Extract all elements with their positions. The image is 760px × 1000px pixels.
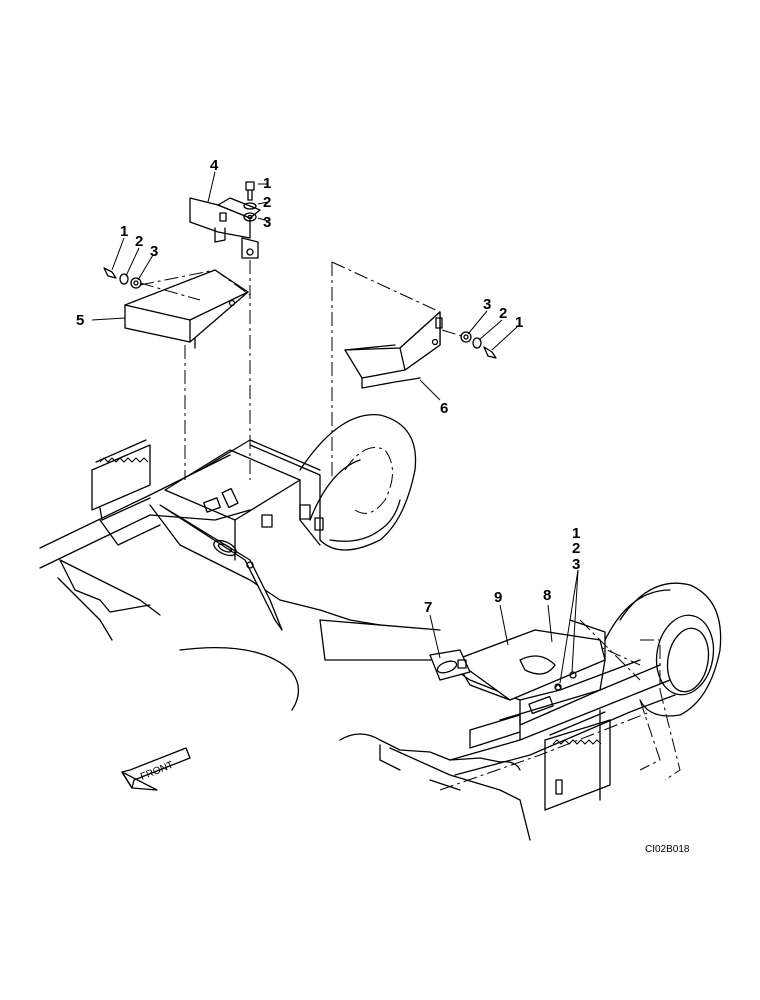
callout-8: 8 (543, 587, 551, 604)
callout-1-left: 1 (120, 223, 128, 240)
callouts: 4 1 2 3 1 2 3 5 3 2 1 6 1 2 3 7 9 8 (76, 157, 580, 616)
right-bracket (331, 261, 497, 480)
callout-3-right: 3 (483, 296, 491, 313)
callout-9: 9 (494, 589, 502, 606)
callout-5: 5 (76, 312, 84, 329)
callout-3-top: 3 (263, 214, 271, 231)
callout-2-lower: 2 (572, 540, 580, 557)
top-bracket (189, 181, 261, 480)
callout-1-top: 1 (263, 175, 271, 192)
callout-1-right: 1 (515, 314, 523, 331)
callout-4: 4 (210, 157, 219, 174)
callout-3-left: 3 (150, 243, 158, 260)
callout-6: 6 (440, 400, 448, 417)
callout-2-right: 2 (499, 305, 507, 322)
callout-1-lower: 1 (572, 525, 580, 542)
callout-2-top: 2 (263, 194, 271, 211)
front-arrow: FRONT (121, 747, 191, 791)
callout-3-lower: 3 (572, 556, 580, 573)
callout-7: 7 (424, 599, 432, 616)
left-cover (103, 267, 251, 480)
callout-2-left: 2 (135, 233, 143, 250)
figure-id: CI02B018 (645, 844, 690, 855)
lower-cover-assembly (429, 629, 606, 726)
leader-lines (91, 171, 579, 684)
